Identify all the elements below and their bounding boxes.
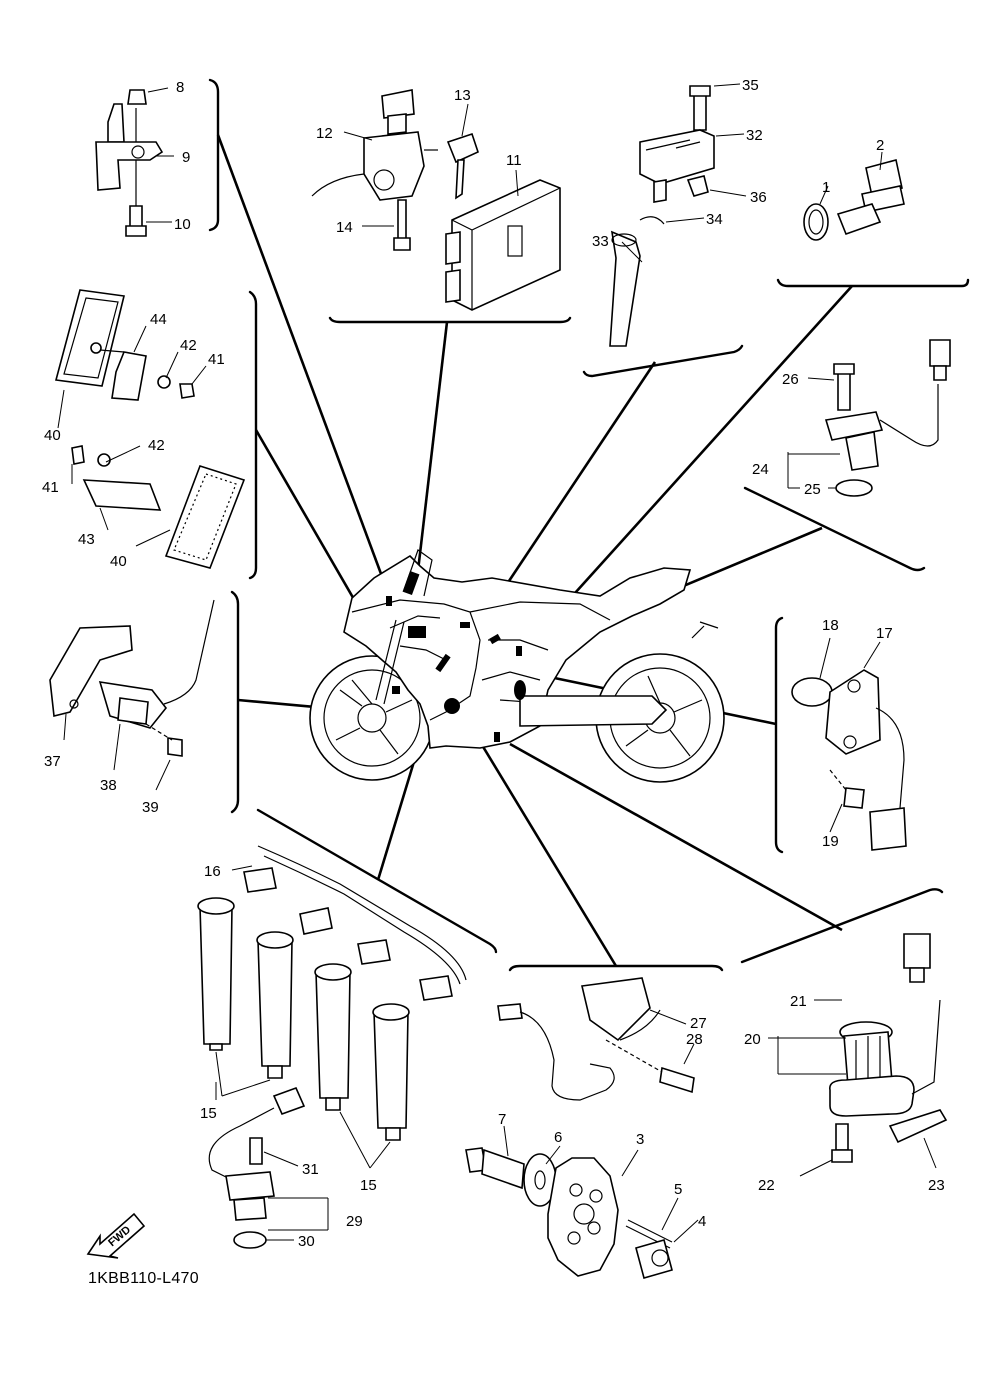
- frame-cam-sensor: [743, 486, 926, 572]
- group-frames: [208, 78, 970, 972]
- cylinder-identification-sensor: [787, 339, 951, 497]
- callout-3: 3: [636, 1131, 644, 1148]
- callout-20: 20: [744, 1031, 761, 1048]
- frame-gear-sensor: [774, 616, 784, 854]
- ignition-coils-and-harness: [197, 845, 467, 1169]
- callout-36: 36: [750, 189, 767, 206]
- callout-10: 10: [174, 216, 191, 233]
- callout-21: 21: [790, 993, 807, 1010]
- callout-25: 25: [804, 481, 821, 498]
- callout-35: 35: [742, 77, 759, 94]
- callout-44: 44: [150, 311, 167, 328]
- callout-30: 30: [298, 1233, 315, 1250]
- callout-4: 4: [698, 1213, 706, 1230]
- callout-34: 34: [706, 211, 723, 228]
- gear-position-sensor: [791, 637, 907, 851]
- frame-neutral-switch: [740, 888, 944, 964]
- callout-23: 23: [928, 1177, 945, 1194]
- speed-sensor: [49, 599, 215, 791]
- callout-43: 43: [78, 531, 95, 548]
- callout-27: 27: [690, 1015, 707, 1032]
- callout-labels: 1 2 3 4 5 6 7 8 9 10 11 12 13 14 15 15 1…: [42, 77, 945, 1250]
- intake-pressure-sensor: [609, 83, 747, 347]
- coolant-temperature-sensor: [803, 151, 905, 241]
- callout-11: 11: [506, 152, 522, 169]
- callout-40a: 40: [44, 427, 61, 444]
- callout-16: 16: [204, 863, 221, 880]
- frame-ignition-coils: [256, 808, 498, 954]
- frame-reflectors: [248, 290, 258, 580]
- callout-42a: 42: [180, 337, 197, 354]
- callout-29: 29: [346, 1213, 363, 1230]
- frame-temp-sensor: [776, 278, 970, 288]
- callout-26: 26: [782, 371, 799, 388]
- callout-38: 38: [100, 777, 117, 794]
- callout-37: 37: [44, 753, 61, 770]
- frame-map-sensor: [582, 344, 744, 378]
- neutral-switch-assembly: [768, 933, 948, 1177]
- callout-5: 5: [674, 1181, 682, 1198]
- callout-31: 31: [302, 1161, 319, 1178]
- callout-13: 13: [454, 87, 471, 104]
- callout-14: 14: [336, 219, 353, 236]
- frame-pickup-coil: [508, 964, 724, 972]
- callout-32: 32: [746, 127, 763, 144]
- frame-crank-sensor: [208, 78, 220, 232]
- callout-1: 1: [822, 179, 830, 196]
- main-switch-and-ecu: [311, 89, 561, 311]
- diagram-code: 1KBB110-L470: [88, 1270, 199, 1287]
- callout-41a: 41: [208, 351, 225, 368]
- callout-8: 8: [176, 79, 184, 96]
- callout-39: 39: [142, 799, 159, 816]
- motorcycle-outline: [309, 549, 725, 783]
- callout-22: 22: [758, 1177, 775, 1194]
- callout-15b: 15: [360, 1177, 377, 1194]
- callout-40b: 40: [110, 553, 127, 570]
- callout-6: 6: [554, 1129, 562, 1146]
- callout-12: 12: [316, 125, 333, 142]
- frame-ecu: [328, 316, 572, 324]
- callout-41b: 41: [42, 479, 59, 496]
- forward-direction-arrow-icon: FWD: [86, 1212, 146, 1259]
- callout-33: 33: [592, 233, 609, 250]
- frame-speed-sensor: [230, 590, 240, 814]
- throttle-sensor-assembly: [208, 1086, 329, 1249]
- callout-28: 28: [686, 1031, 703, 1048]
- callout-19: 19: [822, 833, 839, 850]
- callout-17: 17: [876, 625, 893, 642]
- crankshaft-pickup-coil: [497, 977, 695, 1101]
- callout-7: 7: [498, 1111, 506, 1128]
- reflector-assembly: [54, 289, 246, 569]
- timing-rotor-assembly: [465, 1125, 699, 1279]
- callout-18: 18: [822, 617, 839, 634]
- callout-24: 24: [752, 461, 769, 478]
- callout-9: 9: [182, 149, 190, 166]
- callout-42b: 42: [148, 437, 165, 454]
- callout-2: 2: [876, 137, 884, 154]
- callout-15a: 15: [200, 1105, 217, 1122]
- crank-position-sensor: [95, 87, 174, 237]
